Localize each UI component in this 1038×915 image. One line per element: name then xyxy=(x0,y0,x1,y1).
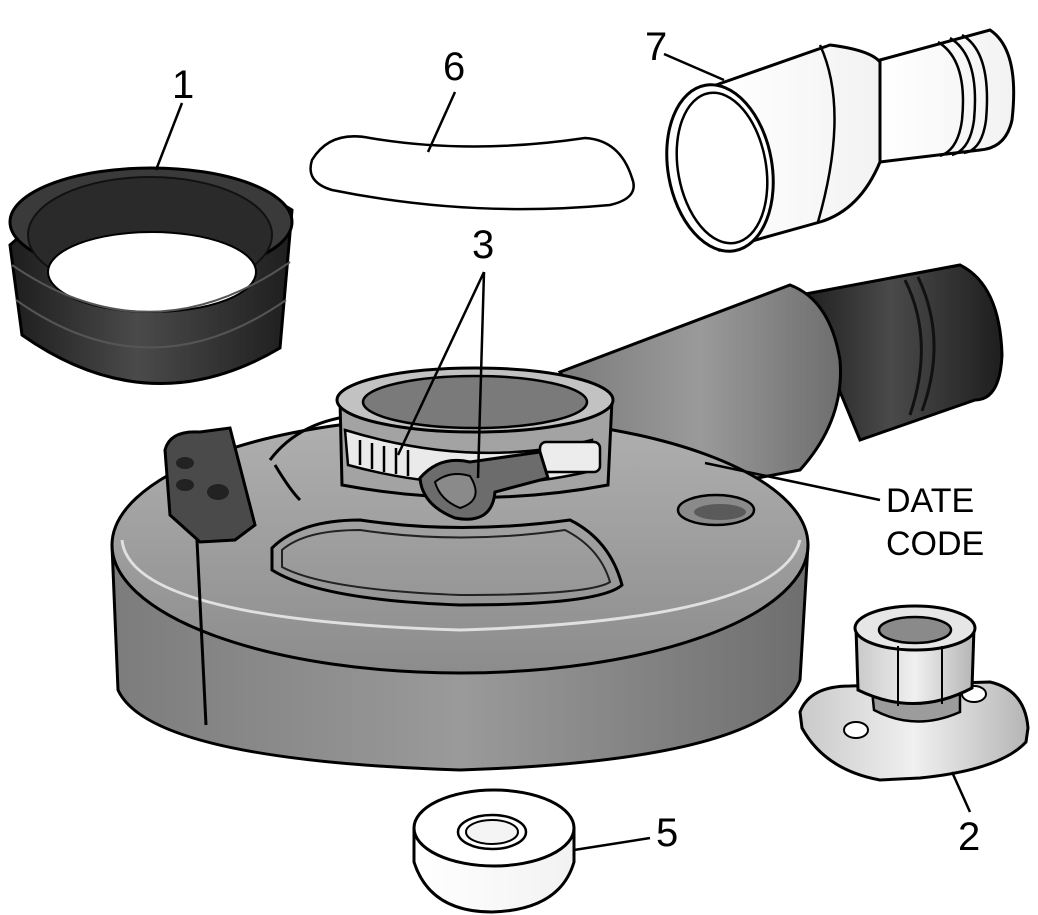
leader-1 xyxy=(154,102,184,171)
callout-2: 2 xyxy=(958,815,980,859)
callout-6: 6 xyxy=(443,45,465,89)
leader-3a xyxy=(396,271,486,456)
leader-7 xyxy=(663,52,725,82)
dust-shroud-body xyxy=(110,263,1004,772)
date-code-label-line1: DATE xyxy=(886,482,974,520)
vacuum-adapter-part xyxy=(665,28,1016,253)
leader-date-code xyxy=(704,461,881,502)
leader-lines xyxy=(154,52,972,852)
callout-5: 5 xyxy=(656,811,678,855)
date-code-label-line2: CODE xyxy=(886,525,984,563)
callout-7: 7 xyxy=(645,25,667,69)
gasket-ring-part xyxy=(8,166,294,385)
callout-1: 1 xyxy=(172,63,194,107)
spacer-washer-part xyxy=(412,788,576,914)
leader-2 xyxy=(950,771,972,813)
adapter-plate-part xyxy=(798,604,1030,782)
leader-6 xyxy=(426,91,457,153)
leader-3b xyxy=(476,271,486,479)
brush-strip-part xyxy=(309,135,635,211)
leader-5 xyxy=(573,836,651,852)
callout-3: 3 xyxy=(472,223,494,267)
